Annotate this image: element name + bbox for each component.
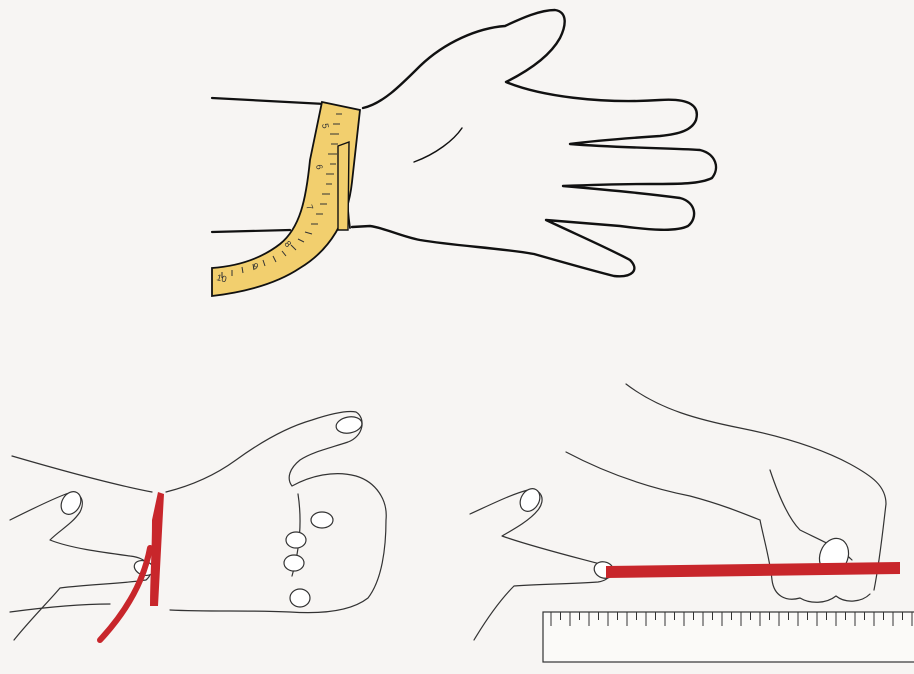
finger-nail [284,555,304,571]
thumbnail [516,485,544,515]
forearm-top-line [212,98,325,104]
arm-top-line [12,456,152,492]
panel-string-ruler [470,384,914,662]
panel-tape-measure: 5 6 7 8 9 10 [212,10,716,296]
left-holding-hand [10,493,151,640]
arm-bottom-line [10,604,110,612]
thumbnail [57,488,85,518]
thumb-nail [335,415,363,435]
hand-upper-line [566,452,760,520]
fist-outline [166,411,386,612]
finger-nail [286,532,306,548]
palm-crease [414,128,462,162]
red-string-straight [606,562,900,578]
fingers-outline [760,470,870,602]
tape-measure-end [338,142,349,230]
panel-string-wrist [10,411,386,640]
forearm-bottom-line [212,230,290,232]
finger-nail [311,512,333,528]
finger-nail [290,589,310,607]
open-hand-outline [352,10,716,276]
